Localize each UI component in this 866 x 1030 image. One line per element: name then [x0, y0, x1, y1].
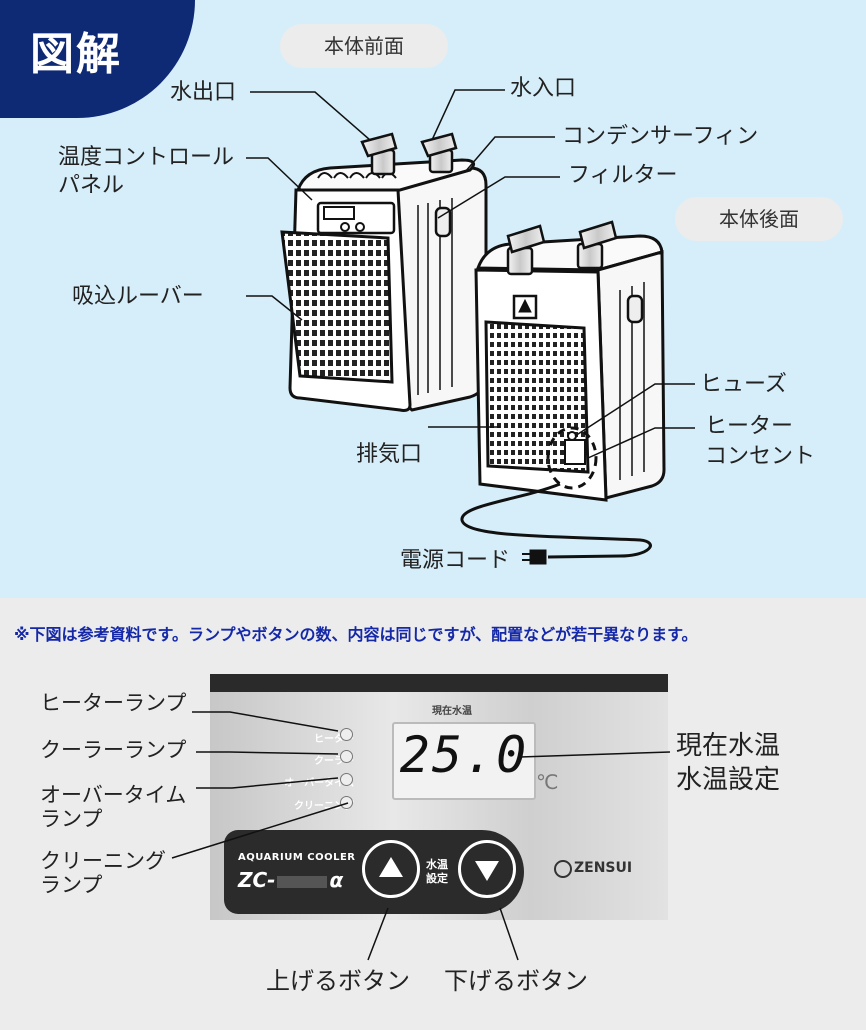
- lamp-heater-led: [340, 728, 353, 741]
- overtime-lamp-label-2: ランプ: [40, 807, 103, 831]
- heater-outlet-label-1: ヒーター: [705, 414, 794, 439]
- temp-unit: ℃: [536, 770, 559, 794]
- power-cord-label: 電源コード: [400, 548, 511, 573]
- lamp-cooler: クーラー: [314, 756, 354, 767]
- current-temp-label: 現在水温: [676, 731, 781, 761]
- cooler-lamp-label: クーラーランプ: [40, 738, 187, 762]
- exhaust-label: 排気口: [356, 442, 423, 467]
- down-button-label: 下げるボタン: [444, 967, 588, 995]
- current-temp-caption: 現在水温: [432, 706, 472, 717]
- reference-note: ※下図は参考資料です。ランプやボタンの数、内容は同じですが、配置などが若干異なり…: [14, 625, 698, 644]
- lamp-cooler-led: [340, 750, 353, 763]
- model-mask: [277, 875, 328, 888]
- control-panel: ヒーター クーラー オーバータイム クリーニング 現在水温 25.0 ℃ AQU…: [210, 674, 668, 920]
- down-arrow-icon: [475, 861, 499, 881]
- model-prefix: ZC-: [238, 868, 276, 892]
- lamp-overtime-led: [340, 773, 353, 786]
- front-unit: [280, 132, 488, 412]
- up-arrow-icon: [379, 857, 403, 877]
- temp-setting-label: 水温設定: [676, 765, 781, 795]
- up-button-label: 上げるボタン: [266, 967, 410, 995]
- temp-display-value: 25.0: [399, 726, 529, 784]
- brand-small: AQUARIUM COOLER: [238, 852, 356, 863]
- heater-outlet-label-2: コンセント: [705, 444, 816, 469]
- intake-louver-label: 吸込ルーバー: [72, 284, 204, 309]
- temp-panel-label-1: 温度コントロール: [58, 145, 235, 170]
- leader-lines: [246, 89, 695, 459]
- set-label-1: 水温: [426, 858, 448, 871]
- condenser-fin-label: コンデンサーフィン: [562, 124, 759, 149]
- model-suffix: α: [329, 868, 344, 892]
- lamp-cleaning-led: [340, 796, 353, 809]
- rear-unit: [460, 220, 666, 565]
- maker-name: ZENSUI: [574, 860, 633, 876]
- water-inlet-label: 水入口: [510, 76, 577, 101]
- cleaning-lamp-label-2: ランプ: [40, 873, 103, 897]
- badge-title: 図解: [30, 29, 122, 80]
- down-button[interactable]: [458, 840, 516, 898]
- up-button[interactable]: [362, 840, 420, 898]
- overtime-lamp-label-1: オーバータイム: [40, 783, 187, 807]
- temp-display: 25.0: [392, 722, 536, 800]
- maker-logo-icon: [554, 860, 572, 878]
- cleaning-lamp-label-1: クリーニング: [40, 849, 166, 873]
- panel-top-bar: [210, 674, 668, 692]
- front-view-pill: 本体前面: [280, 24, 448, 68]
- heater-lamp-label: ヒーターランプ: [40, 691, 187, 715]
- water-outlet-label: 水出口: [170, 80, 237, 105]
- filter-label: フィルター: [568, 163, 678, 188]
- rear-view-pill: 本体後面: [675, 197, 843, 241]
- temp-panel-label-2: パネル: [58, 173, 125, 198]
- fuse-label: ヒューズ: [700, 372, 787, 397]
- lamp-heater: ヒーター: [314, 734, 354, 745]
- set-label-2: 設定: [426, 872, 448, 885]
- model-name: ZC-α: [238, 868, 343, 892]
- lamp-overtime: オーバータイム: [284, 778, 354, 789]
- lamp-cleaning: クリーニング: [294, 801, 354, 812]
